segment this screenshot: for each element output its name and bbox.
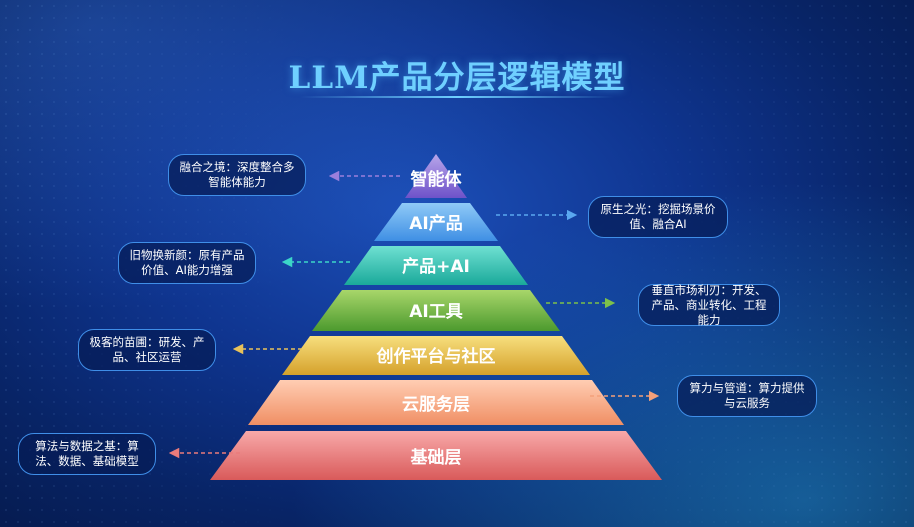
pyramid-layer-creation-platform: 创作平台与社区 [282, 336, 590, 375]
page-title: LLM产品分层逻辑模型 [288, 60, 626, 96]
layer-label-creation-platform: 创作平台与社区 [376, 346, 496, 367]
callout-creation-platform: 极客的苗圃：研发、产品、社区运营 [78, 329, 216, 371]
layer-label-agent: 智能体 [411, 169, 463, 190]
callout-product-plus-ai-text: 旧物换新颜：原有产品价值、AI能力增强 [129, 248, 245, 277]
pyramid-layer-product-plus-ai: 产品+AI [344, 246, 528, 285]
callout-ai-product-text: 原生之光：挖掘场景价值、融合AI [600, 202, 716, 231]
callout-cloud-service-text: 算力与管道：算力提供与云服务 [689, 381, 805, 410]
layer-label-ai-product: AI产品 [409, 213, 462, 234]
callout-creation-platform-text: 极客的苗圃：研发、产品、社区运营 [89, 335, 205, 364]
callout-cloud-service: 算力与管道：算力提供与云服务 [677, 375, 817, 417]
pyramid-layer-cloud-service: 云服务层 [248, 380, 624, 425]
callout-agent-text: 融合之境：深度整合多智能体能力 [179, 160, 295, 189]
pyramid-layer-ai-product: AI产品 [374, 203, 498, 241]
title-underline [300, 96, 614, 98]
callout-agent: 融合之境：深度整合多智能体能力 [168, 154, 306, 196]
callout-ai-tools: 垂直市场利刃：开发、产品、商业转化、工程能力 [638, 282, 780, 327]
layer-label-foundation: 基础层 [410, 447, 462, 468]
callout-product-plus-ai: 旧物换新颜：原有产品价值、AI能力增强 [118, 242, 256, 284]
layer-label-product-plus-ai: 产品+AI [402, 256, 470, 277]
callout-ai-tools-text: 垂直市场利刃：开发、产品、商业转化、工程能力 [651, 282, 767, 327]
callout-foundation-text: 算法与数据之基：算法、数据、基础模型 [35, 439, 139, 468]
pyramid-layer-agent: 智能体 [405, 154, 467, 198]
callout-foundation: 算法与数据之基：算法、数据、基础模型 [18, 433, 156, 475]
layer-label-cloud-service: 云服务层 [402, 394, 470, 415]
layer-label-ai-tools: AI工具 [409, 302, 462, 322]
pyramid-layer-foundation: 基础层 [210, 431, 662, 480]
pyramid-layer-ai-tools: AI工具 [312, 290, 560, 331]
callout-ai-product: 原生之光：挖掘场景价值、融合AI [588, 196, 728, 238]
